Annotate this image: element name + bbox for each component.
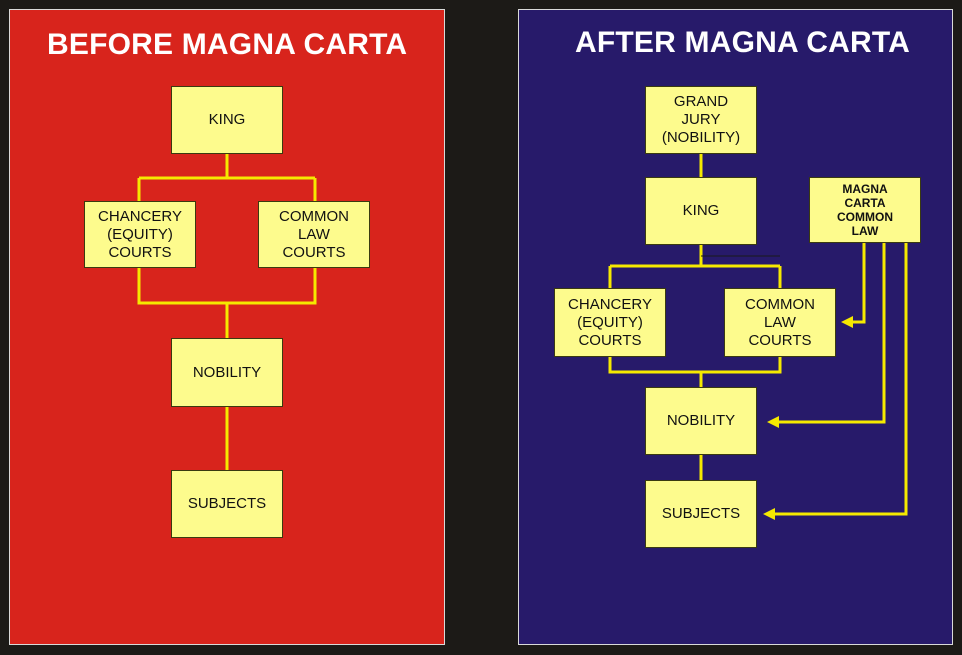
subjects-label: SUBJECTS [187, 495, 267, 512]
subjects-label: SUBJECTS [661, 505, 741, 522]
nobility-label: NOBILITY [666, 412, 736, 429]
connector-king-to-courts-right [608, 244, 782, 289]
nobility-label: NOBILITY [192, 363, 262, 381]
arrow-magna-to-common-law [841, 243, 866, 328]
connector-king-to-courts [137, 153, 317, 202]
subjects-box-before: SUBJECTS [171, 470, 283, 538]
common-law-courts-box-after: COMMON LAW COURTS [724, 288, 836, 357]
nobility-box-before: NOBILITY [171, 338, 283, 407]
common-law-courts-label: COMMON LAW COURTS [279, 207, 349, 261]
common-law-courts-box-before: COMMON LAW COURTS [258, 201, 370, 268]
before-title: BEFORE MAGNA CARTA [47, 28, 408, 61]
common-law-courts-label: COMMON LAW COURTS [745, 295, 815, 349]
magna-carta-common-law-box: MAGNA CARTA COMMON LAW [809, 177, 921, 243]
king-box-after: KING [645, 177, 757, 245]
arrow-magna-to-subjects [763, 243, 908, 520]
king-label: KING [208, 111, 246, 128]
after-title: AFTER MAGNA CARTA [575, 26, 911, 59]
connector-courts-to-nobility-right [608, 356, 782, 388]
nobility-box-after: NOBILITY [645, 387, 757, 455]
king-box-before: KING [171, 86, 283, 154]
grand-jury-label: GRAND JURY (NOBILITY) [661, 93, 741, 146]
chancery-courts-box-before: CHANCERY (EQUITY) COURTS [84, 201, 196, 268]
connector-courts-to-nobility [137, 267, 317, 339]
magna-carta-label: MAGNA CARTA COMMON LAW [837, 182, 893, 238]
subjects-box-after: SUBJECTS [645, 480, 757, 548]
king-label: KING [682, 202, 720, 219]
chancery-courts-label: CHANCERY (EQUITY) COURTS [98, 207, 182, 261]
chancery-courts-box-after: CHANCERY (EQUITY) COURTS [554, 288, 666, 357]
arrow-magna-to-nobility [767, 243, 886, 428]
grand-jury-box: GRAND JURY (NOBILITY) [645, 86, 757, 154]
chancery-courts-label: CHANCERY (EQUITY) COURTS [568, 295, 652, 349]
